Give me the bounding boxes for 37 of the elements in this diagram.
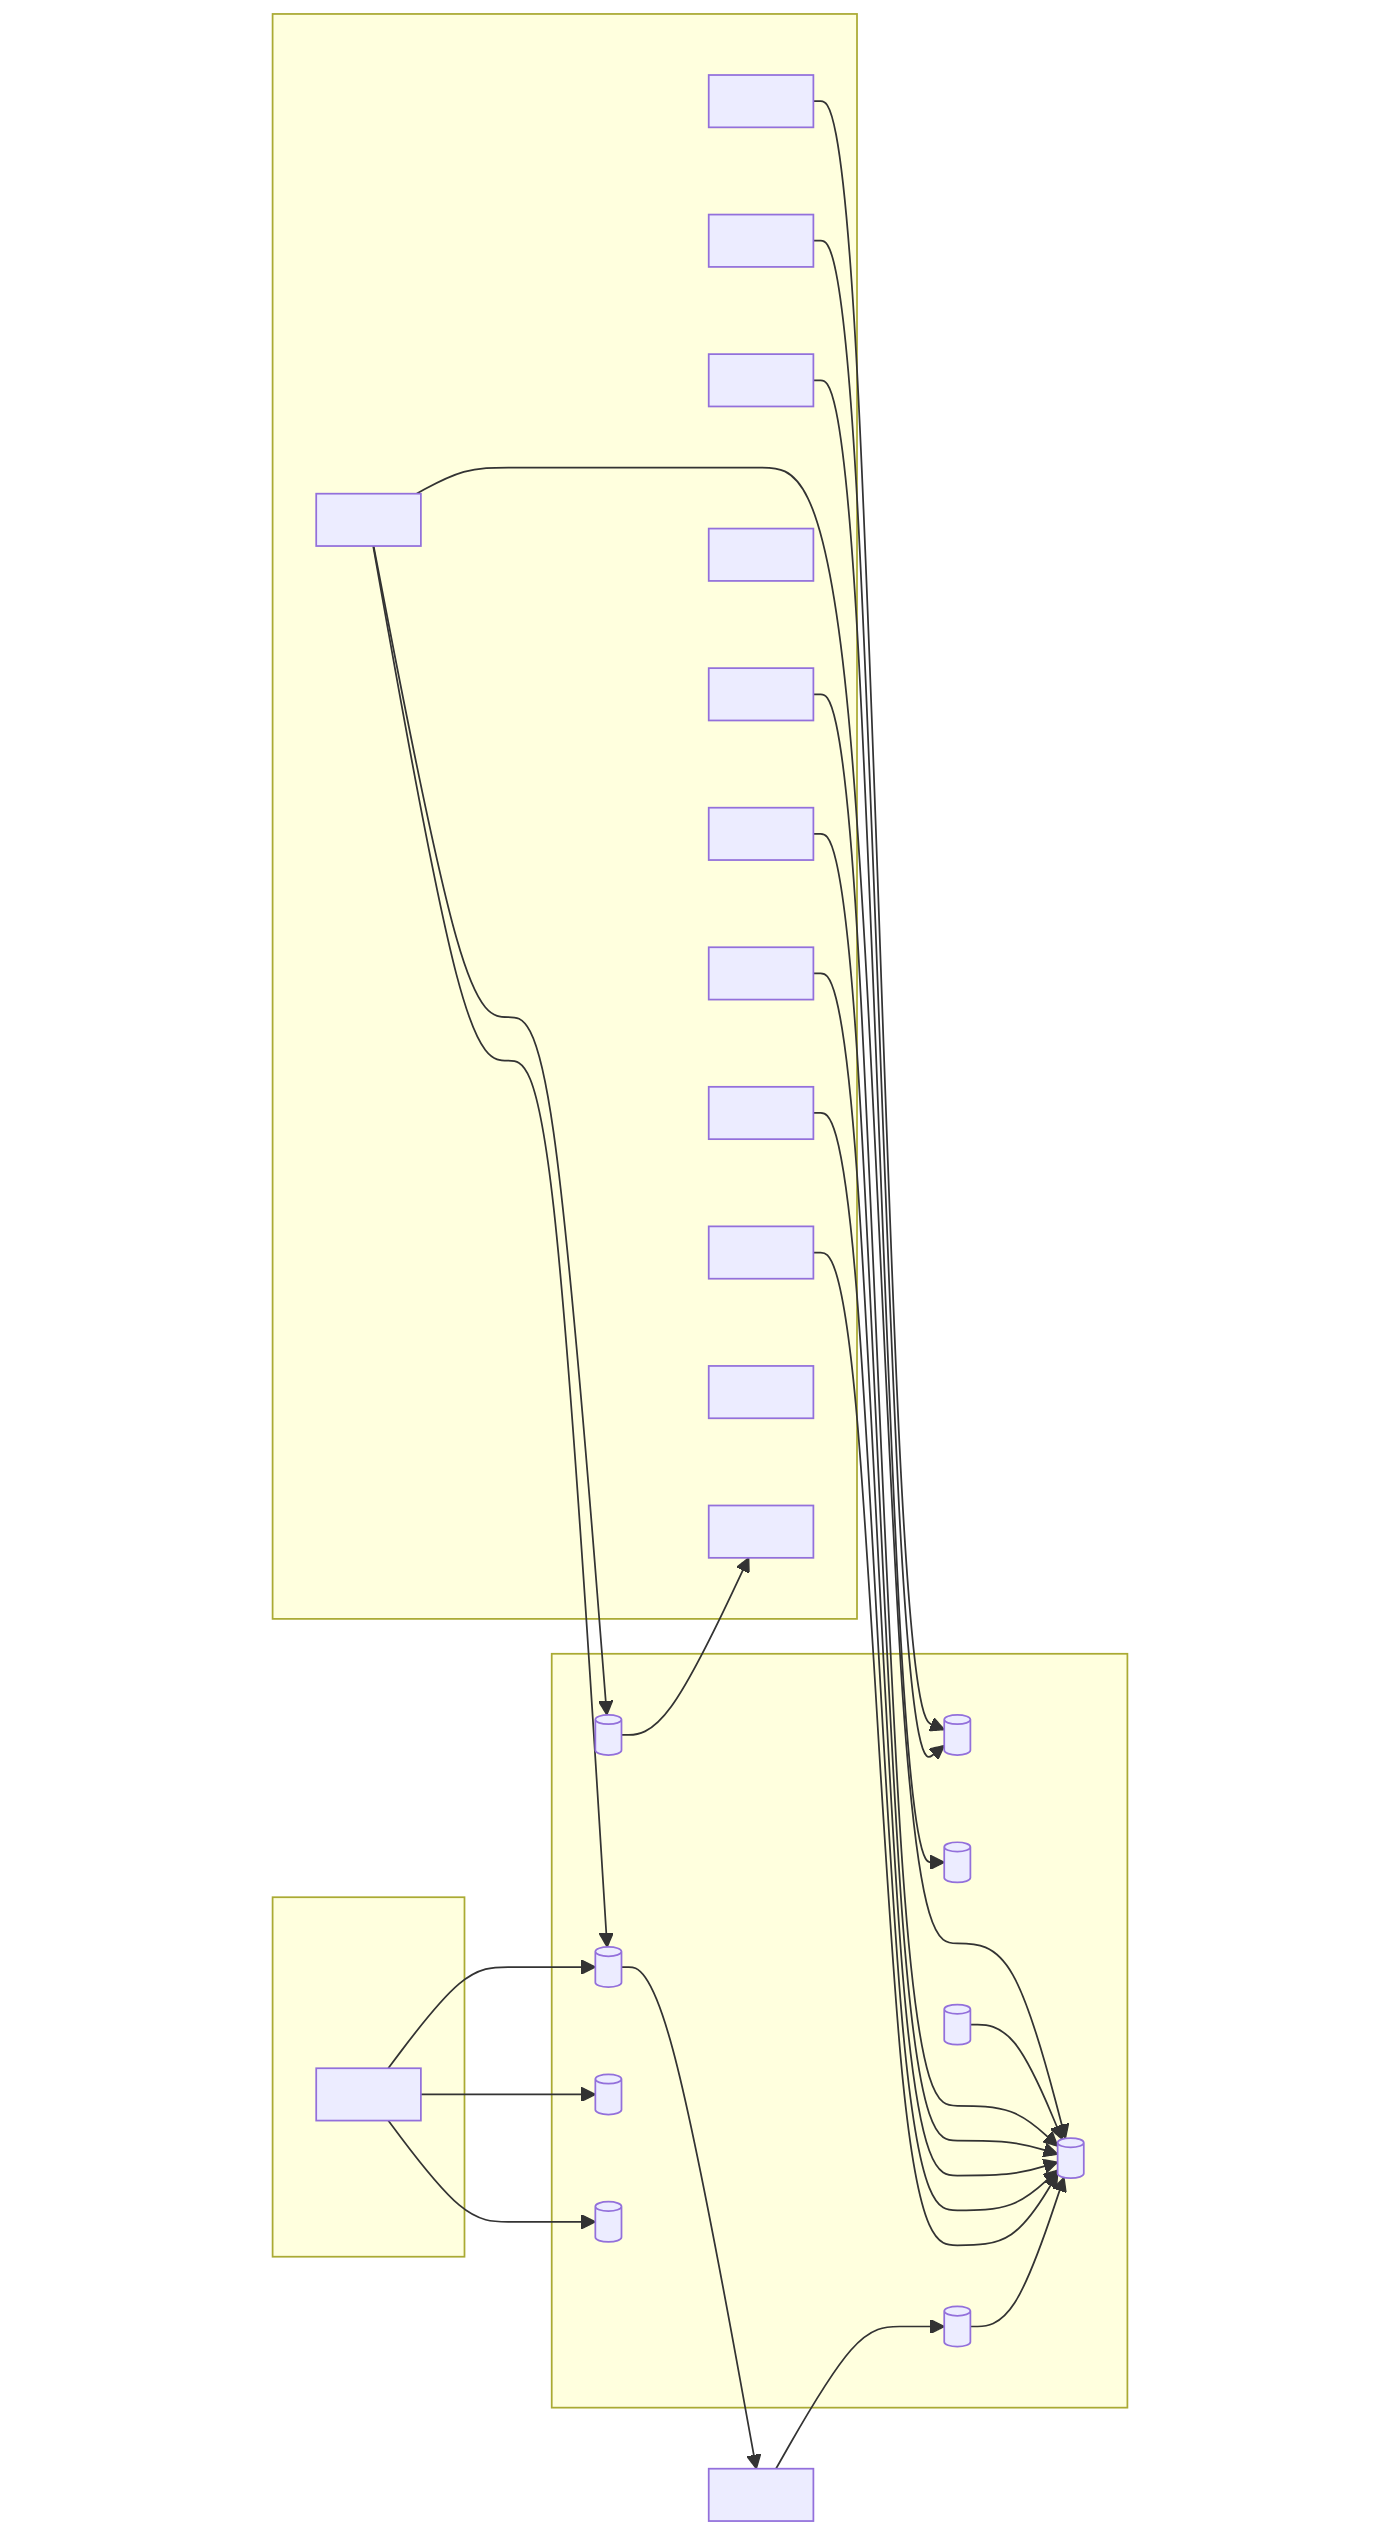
arrow [415, 466, 1070, 2140]
node-cylinder [1056, 2137, 1085, 2180]
node-box [707, 667, 815, 722]
node-cylinder [943, 2003, 972, 2046]
node-box [707, 1085, 815, 1141]
node-cylinder [594, 2200, 623, 2243]
node-box [315, 492, 422, 547]
arrow [372, 545, 614, 1948]
node-box [707, 806, 815, 861]
arrow [420, 2086, 597, 2103]
cluster [271, 13, 858, 1620]
arrow [387, 1959, 597, 2070]
arrow [620, 1557, 750, 1736]
node-cylinder [594, 2073, 623, 2116]
cluster [550, 1652, 1129, 2409]
node-box [707, 353, 815, 408]
node-box [707, 1504, 815, 1559]
node-box [707, 74, 815, 129]
node-box [707, 527, 815, 582]
node-cylinder [943, 1841, 972, 1884]
arrow [775, 2318, 945, 2470]
arrow [969, 2176, 1067, 2328]
node-box [707, 946, 815, 1001]
node-cylinder [594, 1946, 623, 1988]
node-cylinder [594, 1714, 623, 1756]
node-box [707, 2467, 815, 2522]
node-box [315, 2067, 422, 2122]
arrow [387, 2119, 597, 2230]
node-cylinder [943, 1714, 972, 1756]
arrow [969, 2023, 1064, 2140]
node-box [707, 213, 815, 268]
node-box [707, 1225, 815, 1280]
arrow [620, 1966, 762, 2470]
node-cylinder [943, 2305, 972, 2348]
cluster [271, 1896, 466, 2258]
arrow [372, 545, 614, 1716]
node-box [707, 1365, 815, 1420]
